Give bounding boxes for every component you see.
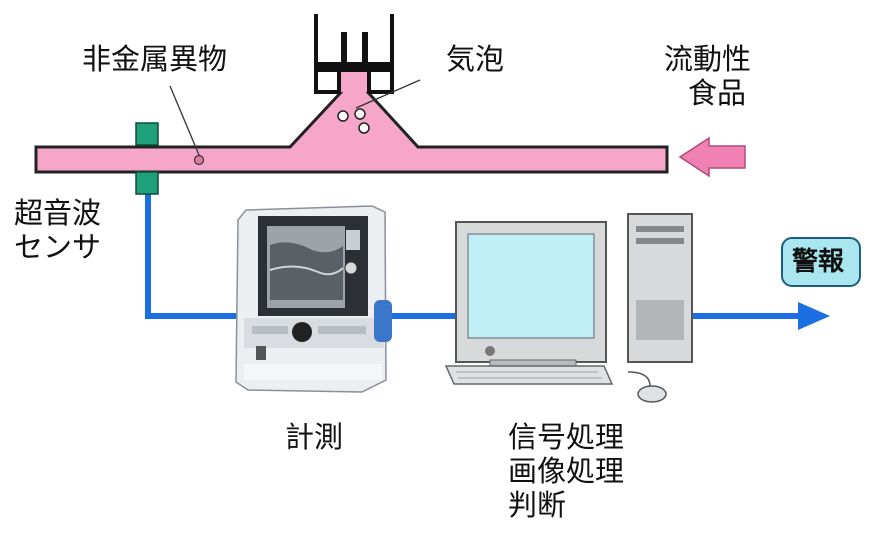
processing-label-line-3: 判断 [508, 488, 567, 522]
piston-assembly [314, 14, 394, 94]
right-arrow-icon [798, 302, 830, 330]
bubble [354, 108, 366, 120]
alarm-label: 警報 [792, 247, 845, 277]
desktop-computer-icon [444, 213, 693, 403]
fluid-food-label: 流動性 食品 [664, 42, 751, 110]
bubble-leader-line [355, 79, 421, 109]
ultrasonic-sensor-label: 超音波 センサ [14, 196, 101, 264]
foreign-object-label: 非金属異物 [82, 42, 228, 76]
piston-seal [316, 62, 392, 72]
sensor-signal-line [145, 192, 238, 319]
left-arrow-icon [678, 136, 746, 178]
bubble-label: 気泡 [446, 42, 505, 76]
processing-label: 信号処理 画像処理 判断 [508, 420, 624, 522]
foreign-object-leader-line [169, 85, 200, 156]
sensor-label-line-1: 超音波 [14, 196, 102, 230]
measurement-label: 計測 [285, 420, 344, 454]
sensor-block-top [135, 122, 159, 146]
processing-label-line-2: 画像処理 [508, 454, 625, 488]
fluid-food-label-line-1: 流動性 [664, 42, 752, 76]
foreign-object-particle [193, 154, 205, 166]
food-pipe [34, 72, 669, 174]
bubble [358, 122, 370, 134]
sensor-block-bottom [135, 171, 159, 195]
ultrasonic-scanner-icon [235, 205, 392, 393]
bubbles [337, 108, 370, 134]
alarm-box [781, 237, 861, 287]
bubble [337, 110, 349, 122]
fluid-food-label-line-2: 食品 [688, 76, 747, 110]
processing-label-line-1: 信号処理 [508, 420, 625, 454]
sensor-label-line-2: センサ [14, 230, 102, 264]
